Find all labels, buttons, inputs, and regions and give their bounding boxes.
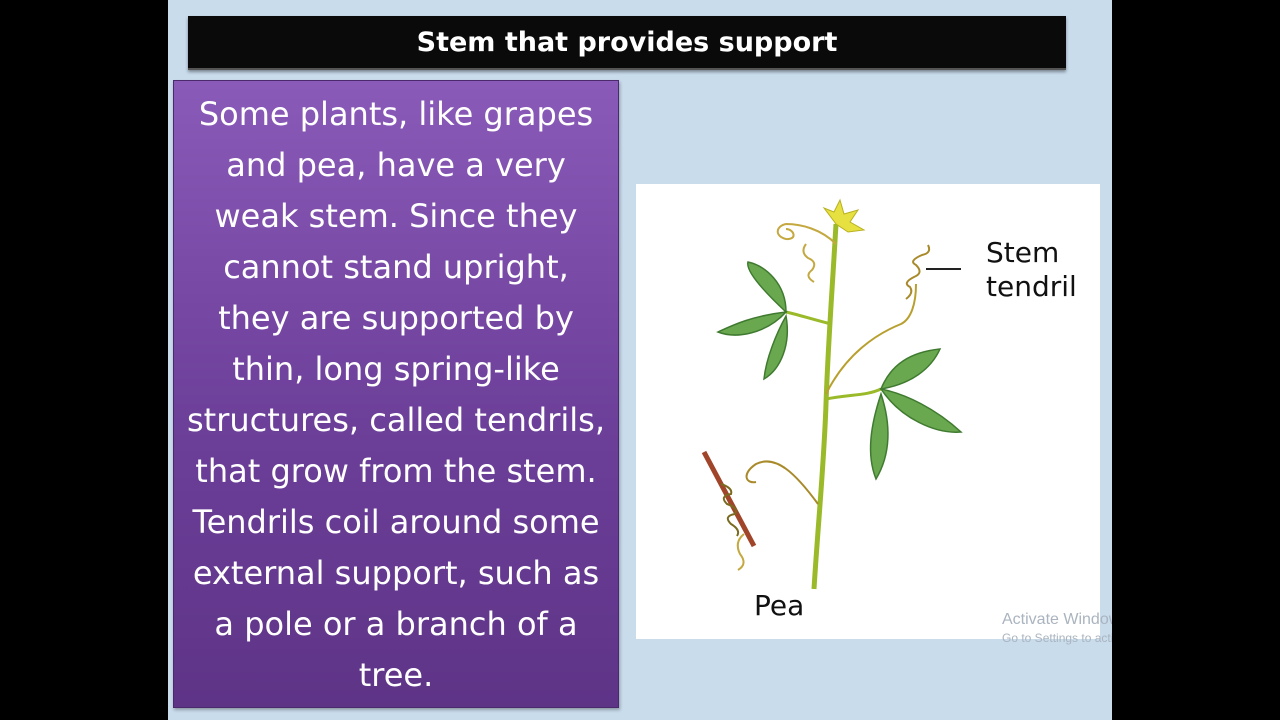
stem-label-line1: Stem <box>986 236 1060 269</box>
stem-label-line2: tendril <box>986 270 1077 303</box>
pea-plant-illustration <box>701 198 963 590</box>
stem-tendril-label: Stem tendril <box>986 236 1077 304</box>
slide: Stem that provides support Some plants, … <box>168 0 1112 720</box>
pea-label: Pea <box>754 589 805 622</box>
watermark-line2: Go to Settings to activate Windows. <box>1002 631 1112 645</box>
pea-plant-figure: Stem tendril Pea <box>636 184 1100 639</box>
body-text-box: Some plants, like grapes and pea, have a… <box>173 80 619 708</box>
slide-title: Stem that provides support <box>188 16 1066 70</box>
watermark-line1: Activate Windows <box>1002 611 1112 628</box>
activate-windows-watermark: Activate Windows Go to Settings to activ… <box>1002 610 1112 646</box>
